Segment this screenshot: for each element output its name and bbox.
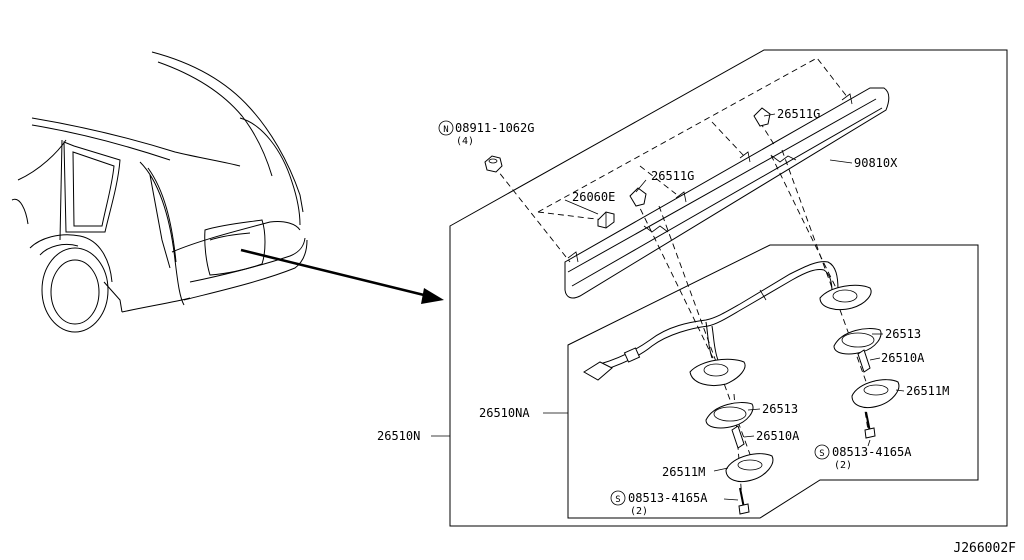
callout-gasket-right: 26513 bbox=[885, 327, 921, 341]
nut-part bbox=[484, 155, 503, 173]
assembly-frame bbox=[449, 49, 1008, 527]
callout-housing-right: 26511M bbox=[906, 384, 949, 398]
callout-grommet: 26060E bbox=[572, 190, 615, 204]
callout-nut: N 08911-1062G (4) bbox=[438, 120, 534, 147]
nut-prefix-circle bbox=[438, 120, 454, 136]
lens-right-part bbox=[857, 349, 871, 373]
callout-screw-left: S 08513-4165A (2) bbox=[610, 490, 708, 517]
nut-part-number: 08911-1062G bbox=[455, 121, 534, 135]
lamp-left-socket bbox=[689, 358, 746, 386]
callout-finisher: 90810X bbox=[854, 156, 898, 170]
callout-lamp-assy-na: 26510NA bbox=[479, 406, 530, 420]
screw-left-part-number: 08513-4165A bbox=[628, 491, 708, 505]
screw-left-quantity: (2) bbox=[630, 506, 648, 517]
callout-lens-left: 26510A bbox=[756, 429, 800, 443]
clip-right-part bbox=[753, 107, 771, 127]
pointer-arrow bbox=[240, 248, 444, 304]
grommet-part bbox=[597, 211, 615, 229]
callout-lamp-assy: 26510N bbox=[377, 429, 420, 443]
leader-lines bbox=[431, 113, 905, 501]
screw-right-part-number: 08513-4165A bbox=[832, 445, 912, 459]
nut-prefix: N bbox=[443, 125, 448, 135]
clip-left-part bbox=[629, 187, 647, 207]
screw-left-prefix-circle bbox=[610, 490, 626, 506]
screw-left-prefix: S bbox=[615, 495, 620, 505]
housing-left-part bbox=[725, 453, 774, 483]
housing-right-part bbox=[851, 379, 900, 409]
gasket-left-part bbox=[705, 402, 754, 429]
screw-left-part bbox=[738, 487, 750, 515]
lamp-subassembly-frame bbox=[567, 244, 979, 519]
callout-clip-left: 26511G bbox=[651, 169, 694, 183]
finisher-panel bbox=[564, 87, 890, 299]
screw-right-quantity: (2) bbox=[834, 460, 852, 471]
harness-cable bbox=[583, 261, 839, 381]
diagram-id: J266002F bbox=[953, 541, 1016, 556]
gasket-right-part bbox=[833, 328, 882, 355]
nut-quantity: (4) bbox=[456, 136, 474, 147]
lamp-right-socket bbox=[819, 284, 872, 311]
callout-lens-right: 26510A bbox=[881, 351, 925, 365]
screw-right-prefix-circle bbox=[814, 444, 830, 460]
vehicle-illustration bbox=[11, 51, 308, 333]
callout-clip-right: 26511G bbox=[777, 107, 820, 121]
callout-gasket-left: 26513 bbox=[762, 402, 798, 416]
screw-right-part bbox=[864, 411, 876, 439]
screw-right-prefix: S bbox=[819, 449, 824, 459]
callout-housing-left: 26511M bbox=[662, 465, 705, 479]
lens-left-part bbox=[731, 425, 745, 449]
callout-screw-right: S 08513-4165A (2) bbox=[814, 444, 912, 471]
